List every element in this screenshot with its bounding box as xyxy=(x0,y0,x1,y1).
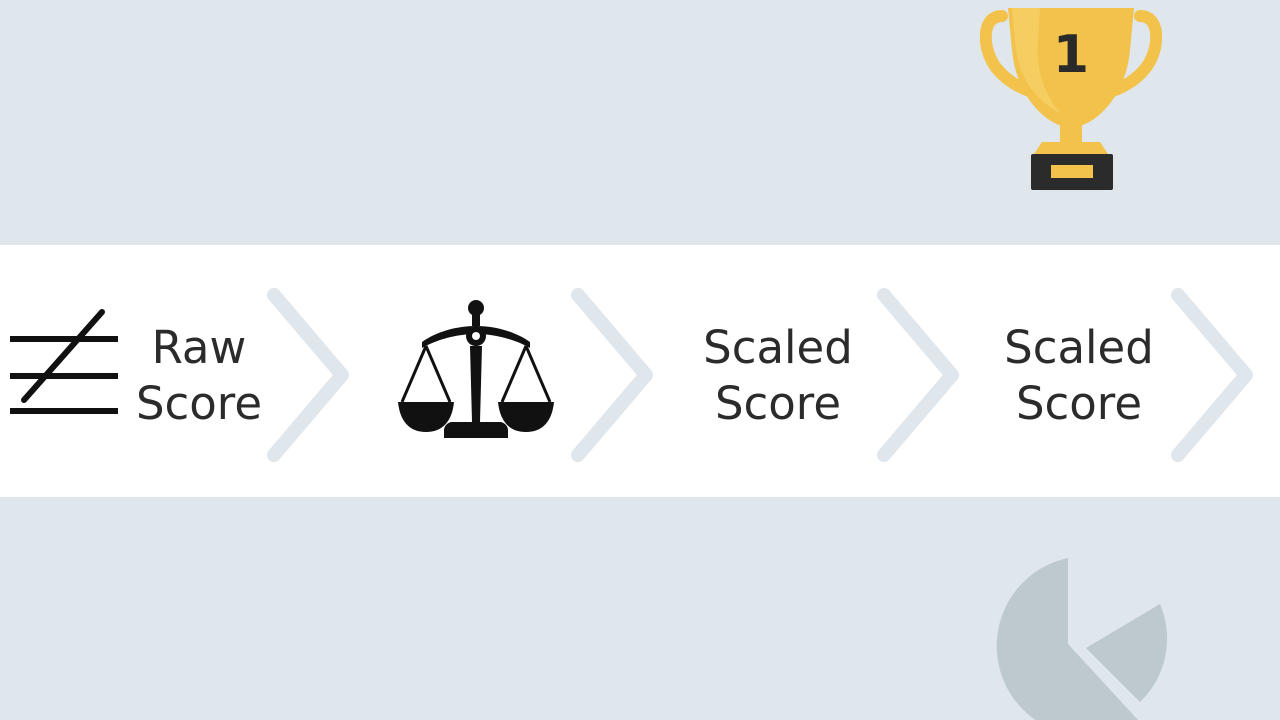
step-label-raw-score: Raw Score xyxy=(135,321,263,430)
step-label-scaled-score: Scaled Score xyxy=(703,321,853,430)
balance-scale-icon xyxy=(398,300,554,438)
pie-chart-icon xyxy=(996,558,1168,720)
trophy-rank: 1 xyxy=(1052,25,1090,85)
step-label-scaled-score-final: Scaled Score xyxy=(1004,321,1154,430)
trophy-icon xyxy=(980,8,1162,190)
chevron-right-icon xyxy=(1171,288,1253,462)
chevron-right-icon xyxy=(877,288,959,462)
chevron-right-icon xyxy=(267,288,349,462)
not-equal-icon xyxy=(10,309,118,414)
chevron-right-icon xyxy=(571,288,653,462)
